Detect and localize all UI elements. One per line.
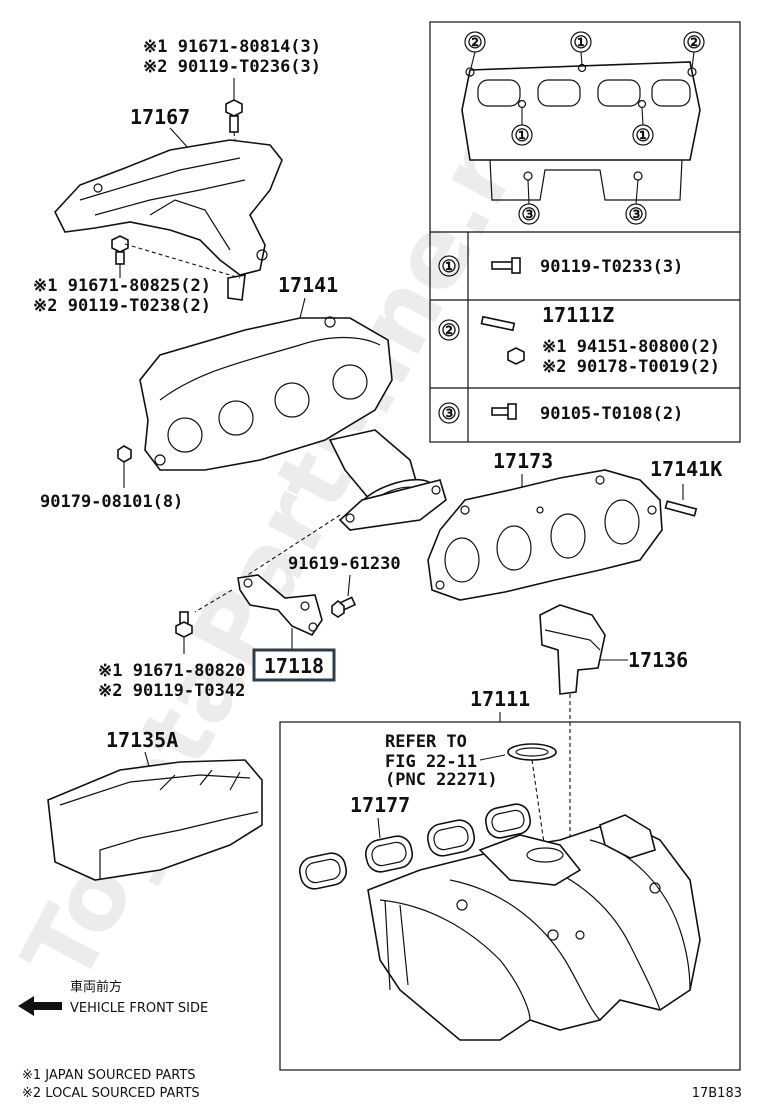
- inset-row1-marker: ①: [441, 257, 456, 277]
- part-17173[interactable]: 17173: [493, 449, 553, 473]
- inset-row2-part-japan[interactable]: ※1 94151-80800(2): [542, 337, 720, 357]
- bracket-bolt-part-japan[interactable]: ※1 91671-80820: [98, 661, 245, 681]
- inset-panel: ② ① ② ① ① ③ ③ ① 90119-T0233(3) ②: [429, 21, 741, 443]
- direction-en: VEHICLE FRONT SIDE: [70, 1001, 208, 1016]
- part-17118-box: [252, 648, 336, 682]
- inset-row2-part-local[interactable]: ※2 90178-T0019(2): [542, 357, 720, 377]
- nut-icon: [117, 445, 132, 463]
- bracket-bolt-right-icon: [331, 596, 357, 618]
- bolt-icon: [491, 403, 517, 420]
- engine-cover-17135A-drawing: [47, 759, 263, 881]
- gasket-17177-drawing: [298, 803, 532, 890]
- top-bolt-part-japan[interactable]: ※1 91671-80814(3): [143, 37, 321, 57]
- insulator-17136-drawing: [539, 604, 606, 695]
- callout-1-top: ①: [573, 33, 588, 53]
- exhaust-manifold-17141-drawing: [139, 316, 447, 531]
- legend-local: ※2 LOCAL SOURCED PARTS: [22, 1086, 200, 1101]
- inset-manifold-drawing: [461, 61, 701, 201]
- part-17167[interactable]: 17167: [130, 105, 190, 129]
- inset-row1-part[interactable]: 90119-T0233(3): [540, 257, 683, 277]
- stud-icon: [480, 315, 525, 365]
- callout-1-left: ①: [514, 126, 529, 146]
- front-arrow-icon: [18, 996, 62, 1016]
- shield-bolt-icon: [111, 235, 129, 265]
- part-17136[interactable]: 17136: [628, 648, 688, 672]
- callout-2-left: ②: [467, 33, 482, 53]
- legend-japan: ※1 JAPAN SOURCED PARTS: [22, 1068, 196, 1083]
- callout-2-right: ②: [686, 33, 701, 53]
- bolt-icon: [491, 257, 521, 274]
- inset-row2-marker: ②: [441, 321, 456, 341]
- inset-row3-marker: ③: [441, 404, 456, 424]
- gasket-ring-icon: [507, 743, 557, 761]
- shield-bolt-part-japan[interactable]: ※1 91671-80825(2): [33, 276, 211, 296]
- shield-bolt-part-local[interactable]: ※2 90119-T0238(2): [33, 296, 211, 316]
- part-17141[interactable]: 17141: [278, 273, 338, 297]
- nut-part[interactable]: 90179-08101(8): [40, 492, 183, 512]
- inset-row2-part-17111Z[interactable]: 17111Z: [542, 303, 614, 327]
- gasket-17173-drawing: [427, 469, 663, 601]
- inset-row3-part[interactable]: 90105-T0108(2): [540, 404, 683, 424]
- bracket-17118-drawing: [237, 574, 323, 637]
- part-17141K[interactable]: 17141K: [650, 457, 722, 481]
- part-17111[interactable]: 17111: [470, 687, 530, 711]
- top-bolt-part-local[interactable]: ※2 90119-T0236(3): [143, 57, 321, 77]
- top-bolt-icon: [225, 99, 243, 133]
- stud-17141K-icon: [664, 500, 698, 517]
- intake-panel: [279, 721, 741, 1071]
- callout-3-left: ③: [521, 205, 536, 225]
- inset-callouts: ② ① ② ① ① ③ ③: [464, 31, 705, 225]
- heat-shield-17167-drawing: [54, 139, 283, 301]
- part-17118[interactable]: 17118: [264, 654, 324, 678]
- bracket-bolt-part-right[interactable]: 91619-61230: [288, 554, 401, 574]
- part-17135A[interactable]: 17135A: [106, 728, 178, 752]
- refer-line1: REFER TO: [385, 732, 467, 752]
- part-17177[interactable]: 17177: [350, 793, 410, 817]
- callout-1-right: ①: [635, 126, 650, 146]
- bracket-bolt-part-local[interactable]: ※2 90119-T0342: [98, 681, 245, 701]
- figure-id: 17B183: [692, 1086, 742, 1101]
- intake-manifold-17111-drawing: [367, 814, 701, 1041]
- callout-3-right: ③: [628, 205, 643, 225]
- refer-line2[interactable]: FIG 22-11: [385, 752, 477, 772]
- refer-line3: (PNC 22271): [385, 770, 498, 790]
- direction-jp: 車両前方: [70, 979, 122, 995]
- bracket-bolt-left-icon: [175, 611, 193, 638]
